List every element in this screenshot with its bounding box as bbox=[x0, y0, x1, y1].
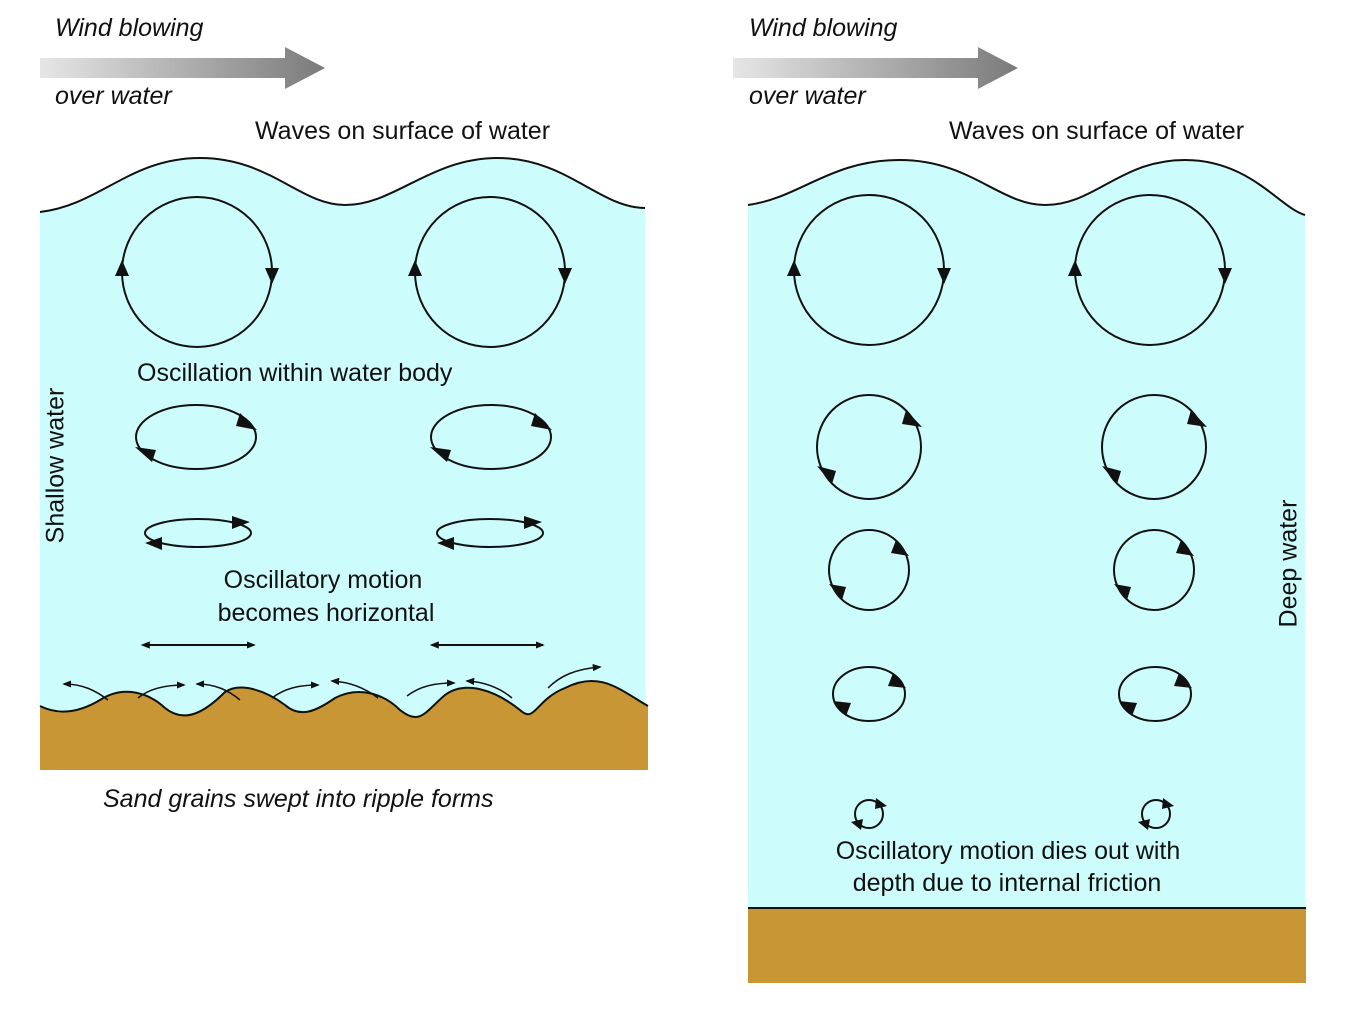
left-orbit-ellipse-2 bbox=[430, 404, 552, 470]
right-orbit-arrow-down-1 bbox=[937, 268, 951, 284]
left-wind-label-line1: Wind blowing bbox=[55, 14, 204, 42]
right-surface-label: Waves on surface of water bbox=[949, 117, 1245, 145]
right-orbit-circle-6 bbox=[1113, 529, 1195, 611]
grain-arrow bbox=[547, 663, 602, 689]
right-orbit-arrow-4a bbox=[1187, 410, 1207, 427]
left-ellipse-arrow-1b bbox=[135, 447, 156, 462]
right-orbit-circle-4 bbox=[1101, 394, 1207, 500]
right-orbit-arrow-5a bbox=[891, 540, 909, 556]
left-flat-ellipse-2 bbox=[436, 518, 544, 548]
left-oscillation-label: Oscillation within water body bbox=[137, 359, 453, 387]
grain-arrow bbox=[271, 681, 320, 699]
right-panel bbox=[733, 47, 1306, 983]
left-orbit-arrow-up-2 bbox=[408, 260, 422, 276]
right-friction-label-line1: Oscillatory motion dies out with bbox=[835, 837, 1181, 865]
right-wind-label-line2: over water bbox=[749, 82, 866, 110]
left-orbit-arrow-down-2 bbox=[558, 268, 572, 284]
left-flat-ellipse-1 bbox=[144, 518, 252, 548]
left-bottom-label: Sand grains swept into ripple forms bbox=[103, 785, 494, 813]
right-water-body bbox=[748, 160, 1305, 910]
left-wind-label-line2: over water bbox=[55, 82, 172, 110]
right-orbit-arrow-4b bbox=[1102, 466, 1121, 484]
right-orbit-arrow-10a bbox=[1162, 798, 1174, 809]
right-wind-arrow bbox=[733, 47, 1018, 89]
left-orbit-arrow-up-1 bbox=[115, 260, 129, 276]
left-flat-arrow-1a bbox=[232, 516, 250, 529]
right-orbit-arrow-8b bbox=[1119, 701, 1137, 716]
grain-arrow bbox=[62, 680, 109, 701]
right-orbit-circle-3 bbox=[816, 394, 922, 500]
right-orbit-arrow-6a bbox=[1176, 540, 1194, 556]
grain-arrow bbox=[330, 677, 379, 699]
left-water-body bbox=[40, 158, 645, 718]
left-orbit-ellipse-1 bbox=[135, 404, 257, 470]
right-orbit-arrow-3b bbox=[817, 466, 836, 484]
right-wind-label-line1: Wind blowing bbox=[749, 14, 898, 42]
left-horizontal-label-line1: Oscillatory motion bbox=[223, 566, 423, 594]
right-orbit-arrow-up-2 bbox=[1068, 260, 1082, 276]
right-orbit-circle-9 bbox=[854, 799, 884, 829]
left-flat-arrow-2a bbox=[524, 516, 542, 529]
grain-arrow bbox=[195, 680, 241, 701]
left-panel bbox=[39, 47, 649, 770]
left-flat-arrow-1b bbox=[145, 537, 162, 550]
right-sand-bed bbox=[748, 908, 1306, 983]
left-wind-arrow bbox=[40, 47, 325, 89]
right-orbit-arrow-8a bbox=[1174, 673, 1192, 688]
left-flat-arrow-2b bbox=[437, 537, 454, 550]
right-surface-wave bbox=[747, 158, 1306, 216]
grain-arrow bbox=[406, 679, 456, 697]
right-orbit-arrow-9a bbox=[875, 798, 887, 809]
right-orbit-arrow-6b bbox=[1114, 584, 1131, 600]
left-horizontal-label-line2: becomes horizontal bbox=[217, 599, 435, 627]
left-surface-wave bbox=[39, 156, 646, 213]
right-orbit-arrow-5b bbox=[829, 584, 846, 600]
right-orbit-circle-10 bbox=[1141, 799, 1171, 829]
right-orbit-arrow-10b bbox=[1138, 819, 1150, 830]
sand-grain-arrows bbox=[62, 663, 602, 701]
right-orbit-arrow-7a bbox=[888, 673, 906, 688]
right-orbit-circle-5 bbox=[828, 529, 910, 611]
right-orbit-arrow-up-1 bbox=[787, 260, 801, 276]
right-orbit-arrow-down-2 bbox=[1218, 268, 1232, 284]
right-friction-label-line2: depth due to internal friction bbox=[852, 869, 1162, 897]
left-orbit-arrow-down-1 bbox=[264, 268, 279, 284]
right-orbit-arrow-7b bbox=[833, 701, 851, 716]
grain-arrow bbox=[465, 677, 513, 699]
deep-water-side-label: Deep water bbox=[1274, 499, 1303, 628]
left-surface-label: Waves on surface of water bbox=[255, 117, 551, 145]
left-sand-ripples bbox=[40, 680, 648, 770]
right-orbit-ellipse-8 bbox=[1118, 666, 1192, 722]
left-ellipse-arrow-2b bbox=[430, 447, 451, 462]
left-sand-surface-line bbox=[39, 679, 649, 718]
grain-arrow bbox=[137, 681, 186, 699]
left-ellipse-arrow-1a bbox=[236, 413, 257, 430]
left-ellipse-arrow-2a bbox=[531, 413, 552, 430]
right-orbit-ellipse-7 bbox=[832, 666, 906, 722]
right-orbit-arrow-9b bbox=[851, 819, 863, 830]
right-orbit-arrow-3a bbox=[902, 410, 922, 427]
shallow-water-side-label: Shallow water bbox=[41, 387, 70, 544]
